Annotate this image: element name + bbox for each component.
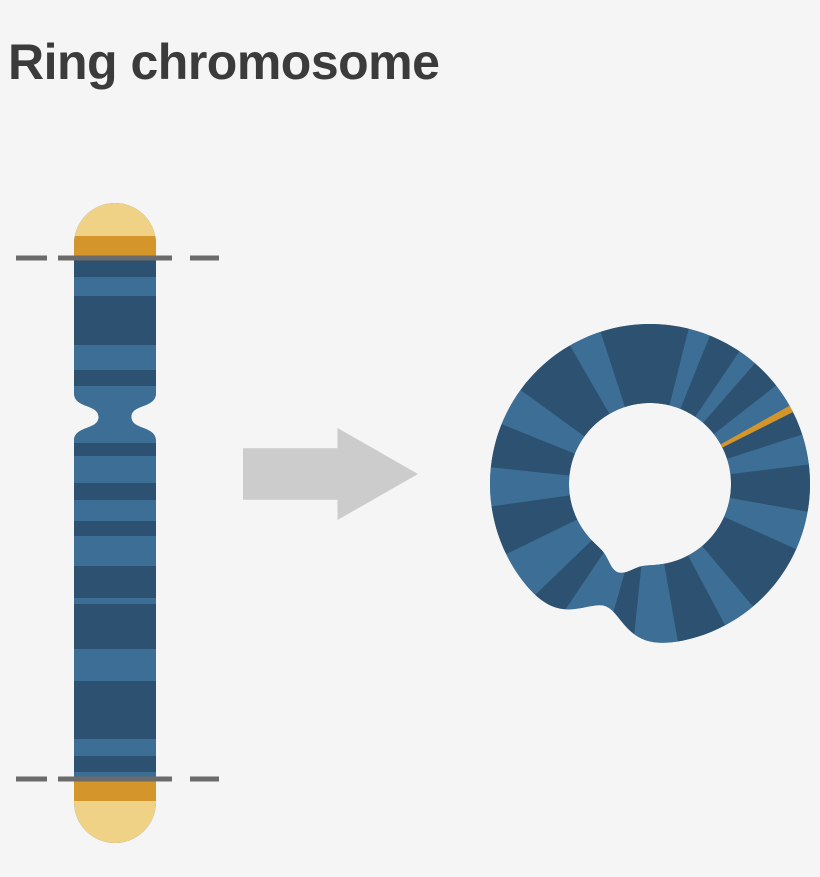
chromosome-band [74, 483, 156, 500]
chromosome-band [74, 681, 156, 739]
chromosome-band [74, 772, 156, 779]
chromosome-band [74, 277, 156, 296]
chromosome-band [74, 536, 156, 566]
bottom-telomere-cap [74, 801, 156, 843]
chromosome-band [74, 756, 156, 772]
ring-band-segment [650, 459, 810, 519]
ring-band-segment [629, 484, 685, 643]
ring-band-segment [490, 463, 650, 512]
bottom-telomere-band [74, 779, 156, 801]
telomere-cut-lines [16, 255, 219, 782]
ring-chromosome[interactable] [450, 284, 820, 684]
linear-chromosome-bands [74, 203, 156, 843]
ring-chromosome-segments [490, 324, 810, 643]
top-telomere-cap [74, 203, 156, 236]
chromosome-band [74, 456, 156, 483]
chromosome-band [74, 500, 156, 521]
top-telomere-band [74, 236, 156, 258]
chromosome-band [74, 739, 156, 756]
chromosome-band [74, 296, 156, 345]
transformation-arrow [243, 428, 418, 520]
linear-chromosome[interactable] [70, 199, 160, 847]
chromosome-band [74, 258, 156, 277]
chromosome-band [74, 386, 156, 443]
chromosome-band [74, 566, 156, 598]
chromosome-band [74, 370, 156, 386]
chromosome-band [74, 598, 156, 604]
chromosome-band [74, 521, 156, 536]
chromosome-band [74, 345, 156, 370]
chromosome-band [74, 604, 156, 649]
chromosome-band [74, 443, 156, 456]
page-title: Ring chromosome [8, 34, 440, 90]
chromosome-band [74, 649, 156, 681]
